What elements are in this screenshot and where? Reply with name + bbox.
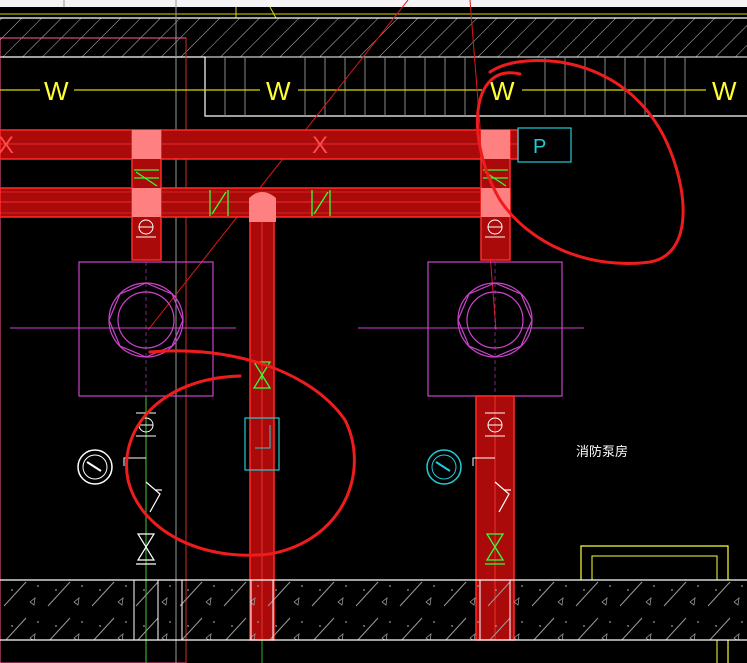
top-strip xyxy=(0,0,747,19)
bottom-wall xyxy=(0,579,747,641)
gate-valve-icon xyxy=(136,533,156,565)
top-wall xyxy=(0,17,747,117)
pressure-label: P xyxy=(533,136,546,158)
room-label: 消防泵房 xyxy=(576,444,628,460)
left-boundary-lines xyxy=(0,0,187,663)
joint-icon xyxy=(485,219,505,238)
w-gridline: W W W W xyxy=(0,76,737,106)
flow-meter xyxy=(244,417,280,471)
gate-valve-icon xyxy=(485,533,505,565)
check-valve-icon xyxy=(134,169,159,187)
w-label-3: W xyxy=(490,76,515,106)
joint-icon xyxy=(485,412,505,437)
equipment-frame xyxy=(580,545,729,663)
annotation-circle-top-right xyxy=(476,58,685,265)
annotation-circle-bottom-center xyxy=(125,349,356,557)
pump-2[interactable] xyxy=(358,261,584,397)
pump-1[interactable] xyxy=(10,261,236,397)
gate-valve-icon xyxy=(252,361,272,389)
w-label-2: W xyxy=(266,76,291,106)
riser-left[interactable] xyxy=(131,129,162,261)
pipe-center-down[interactable] xyxy=(244,192,280,663)
w-label-4: W xyxy=(712,76,737,106)
joint-icon xyxy=(136,219,156,238)
x-label-1: X xyxy=(0,132,14,159)
pressure-gauge-icon xyxy=(426,449,462,485)
header-check-valve-1 xyxy=(209,190,229,216)
pressure-gauge-icon xyxy=(77,449,113,485)
w-label-1: W xyxy=(44,76,69,106)
tee-fitting xyxy=(249,192,276,222)
pressure-box[interactable]: P xyxy=(517,127,572,163)
wall-grid xyxy=(224,57,686,116)
x-label-2: X xyxy=(312,132,328,159)
header-check-valve-2 xyxy=(311,190,331,216)
pipe-x[interactable]: X X xyxy=(0,129,519,160)
